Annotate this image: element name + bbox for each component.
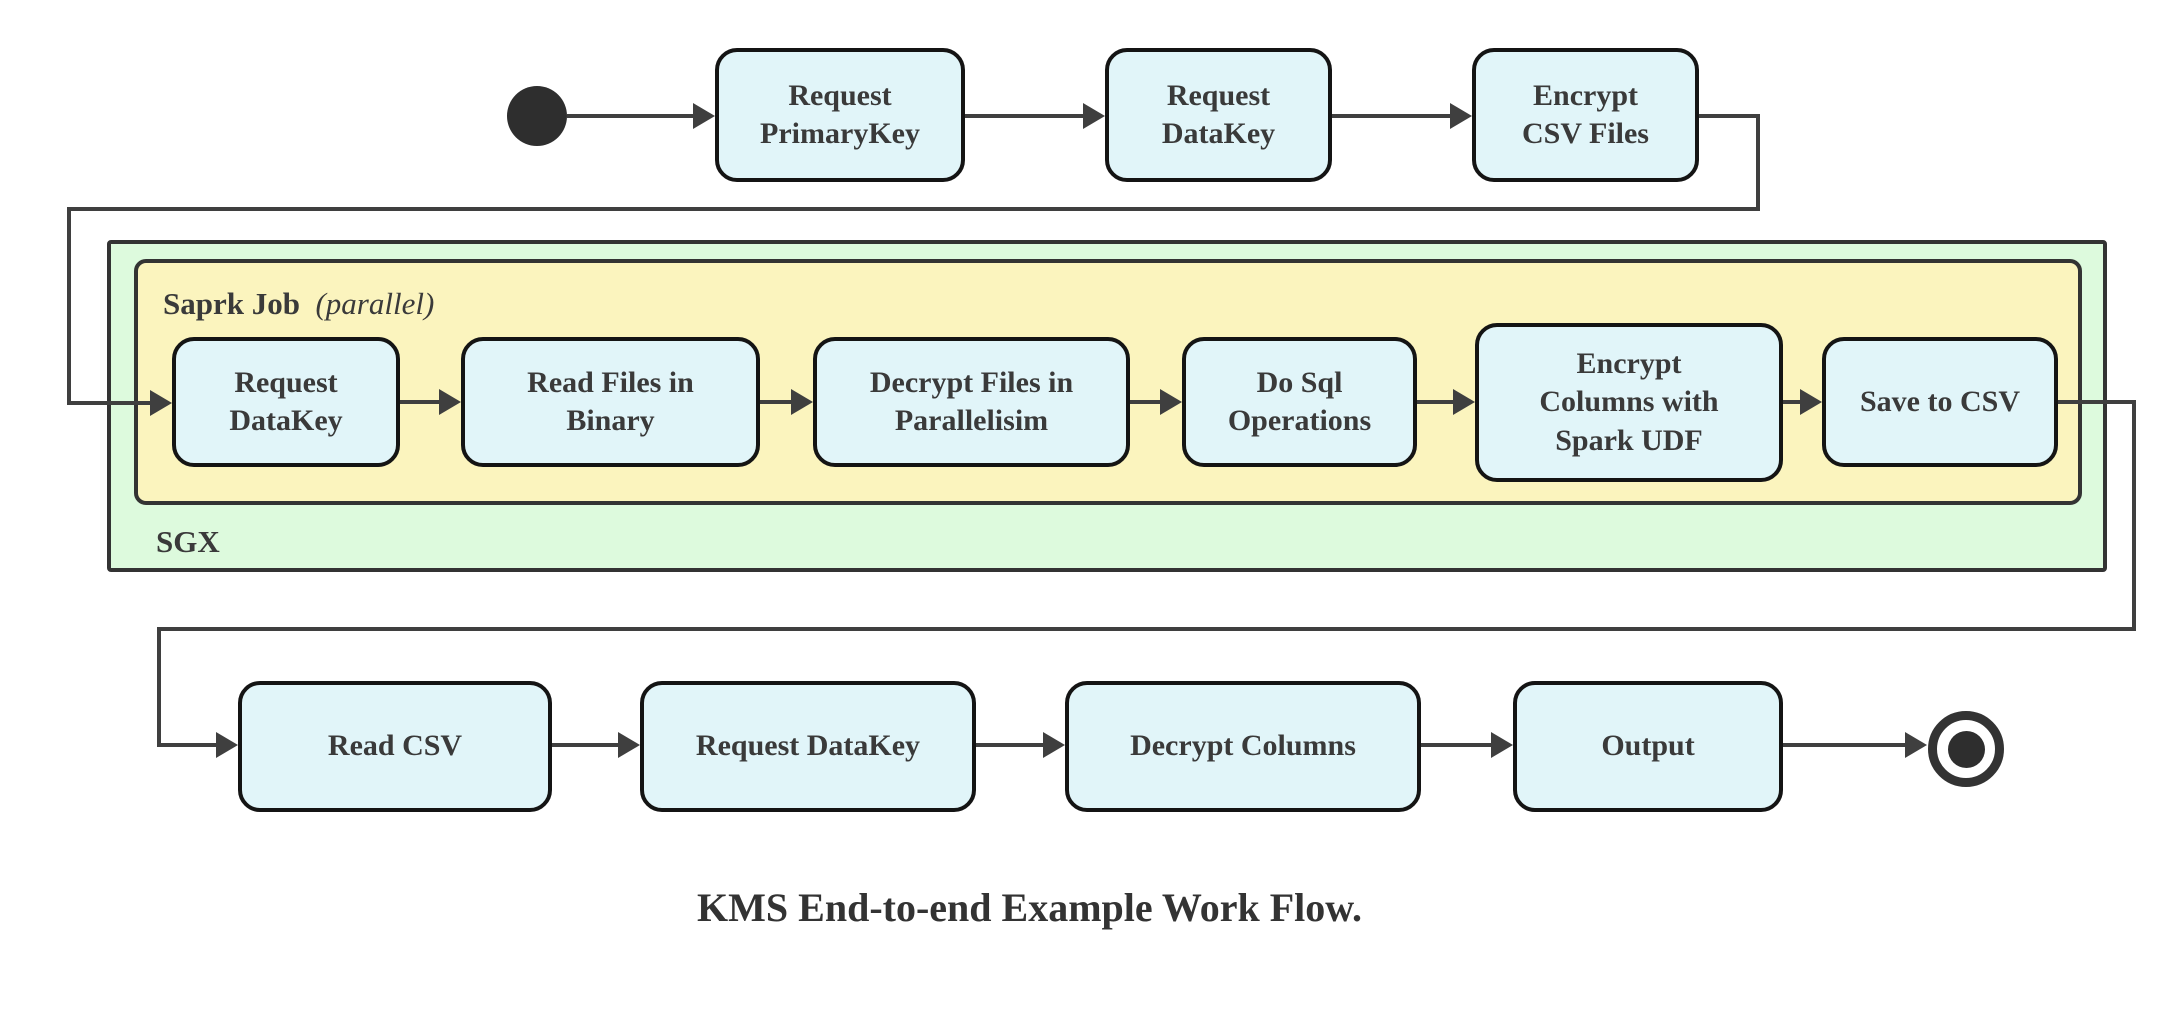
arrow-spark-4 [1417,400,1455,404]
spark-job-label-bold: Saprk Job [163,286,300,321]
arrow-datakey-to-decrypt [976,743,1045,747]
arrow-spark-2 [760,400,793,404]
arrowhead-icon [1160,389,1182,415]
arrow-decrypt-to-output [1421,743,1493,747]
node-label: Request DataKey [695,729,921,763]
arrowhead-icon [216,732,238,758]
node-decrypt-files-parallelism: Decrypt Files in Parallelisim [813,337,1130,467]
node-label: Decrypt Columns [1130,729,1356,763]
node-label: Do Sql Operations [1227,365,1372,437]
node-label: Read Files in Binary [527,365,694,437]
arrow-output-to-end [1783,743,1907,747]
arrow-datakey-to-encrypt [1332,114,1451,118]
arrow-readcsv-to-datakey [552,743,620,747]
arrowhead-icon [618,732,640,758]
start-node [507,86,567,146]
connector-top-segment [1699,114,1760,118]
end-node-dot [1947,730,1985,768]
spark-job-label: Saprk Job (parallel) [163,286,434,322]
arrowhead-icon [791,389,813,415]
node-label: Decrypt Files in Parallelisim [869,365,1074,437]
arrowhead-icon [1491,732,1513,758]
arrow-primarykey-to-datakey [965,114,1084,118]
node-output: Output [1513,681,1783,812]
node-do-sql-operations: Do Sql Operations [1182,337,1417,467]
node-label: Request PrimaryKey [760,78,920,150]
node-encrypt-csv-files: Encrypt CSV Files [1472,48,1699,182]
arrow-spark-3 [1130,400,1162,404]
arrowhead-icon [150,390,172,416]
arrowhead-icon [439,389,461,415]
node-request-datakey-spark: Request DataKey [172,337,400,467]
node-label: Request DataKey [229,365,343,437]
connector-bottom-segment [2132,400,2136,631]
diagram-caption: KMS End-to-end Example Work Flow. [697,885,1362,930]
connector-bottom-segment [157,627,161,747]
node-request-primarykey: Request PrimaryKey [715,48,965,182]
connector-bottom-segment [157,743,218,747]
arrow-start-to-primarykey [567,114,694,118]
arrowhead-icon [1450,103,1472,129]
arrowhead-icon [693,103,715,129]
arrowhead-icon [1083,103,1105,129]
connector-top-segment [67,401,154,405]
node-label: Encrypt Columns with Spark UDF [1539,346,1719,457]
arrowhead-icon [1043,732,1065,758]
node-read-csv: Read CSV [238,681,552,812]
sgx-label: SGX [156,524,220,559]
node-encrypt-columns-udf: Encrypt Columns with Spark UDF [1475,323,1783,482]
node-request-datakey-top: Request DataKey [1105,48,1332,182]
end-node [1928,711,2004,787]
arrowhead-icon [1905,732,1927,758]
node-label: Save to CSV [1859,384,2020,418]
connector-bottom-segment [157,627,2136,631]
connector-top-segment [67,207,1760,211]
arrowhead-icon [1800,389,1822,415]
node-request-datakey-bottom: Request DataKey [640,681,976,812]
node-label: Request DataKey [1161,78,1276,150]
node-decrypt-columns: Decrypt Columns [1065,681,1421,812]
node-label: Read CSV [327,729,463,763]
connector-top-segment [67,207,71,405]
spark-job-label-note: (parallel) [315,286,435,321]
arrowhead-icon [1453,389,1475,415]
arrow-spark-5 [1783,400,1802,404]
node-save-to-csv: Save to CSV [1822,337,2058,467]
node-label: Output [1601,729,1695,763]
node-label: Encrypt CSV Files [1522,78,1649,150]
connector-top-segment [1756,114,1760,211]
arrow-spark-1 [400,400,441,404]
connector-bottom-segment [2058,400,2136,404]
node-read-files-binary: Read Files in Binary [461,337,760,467]
